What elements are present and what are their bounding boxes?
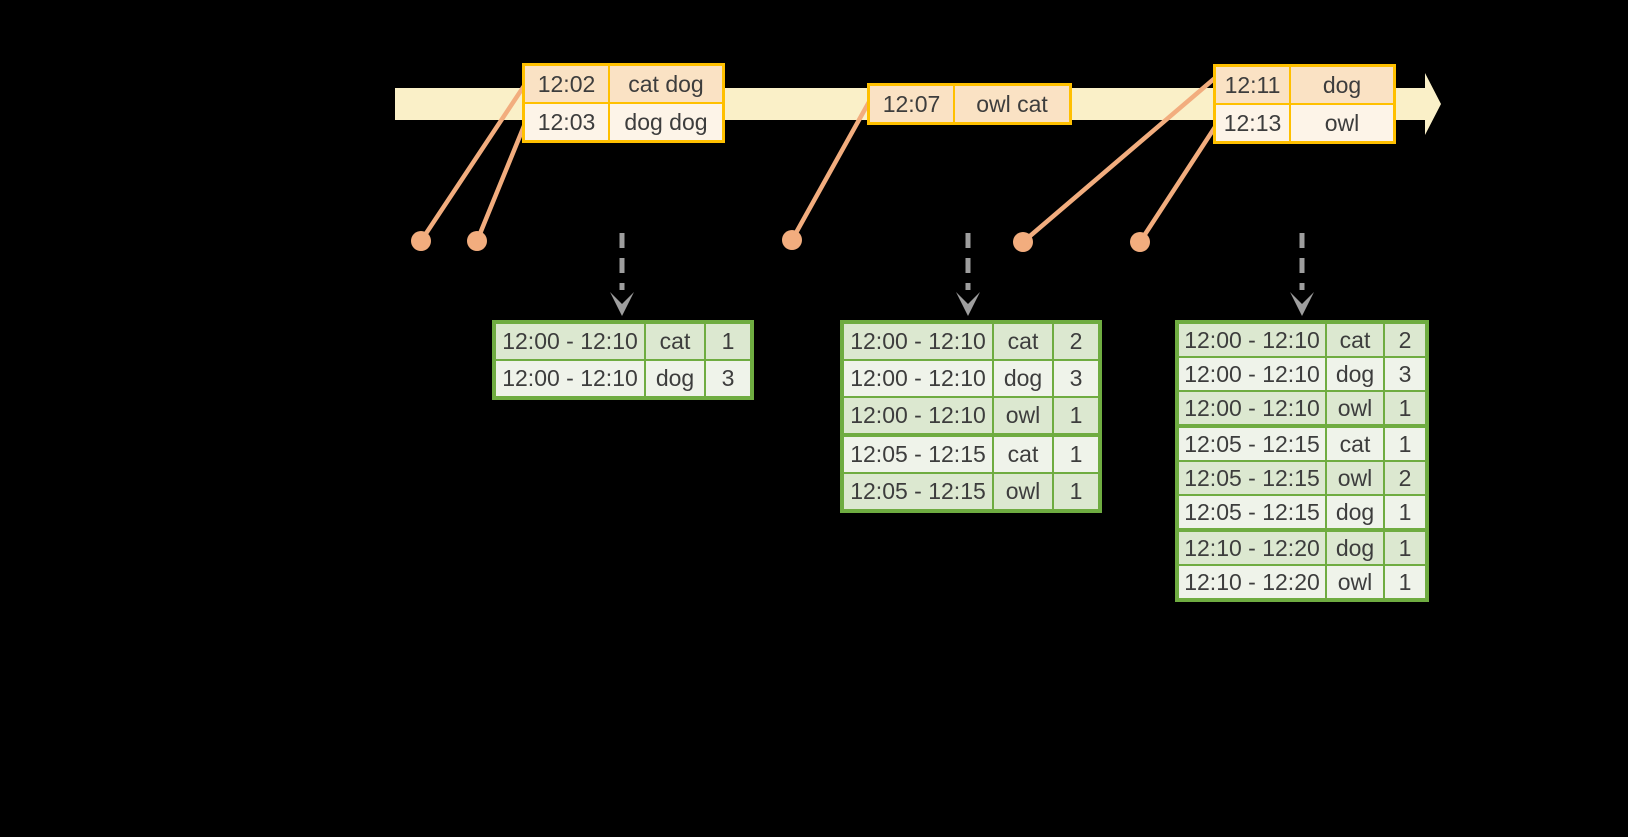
word-cell: dog xyxy=(644,361,704,396)
word-cell: owl xyxy=(1325,566,1383,598)
window-cell: 12:05 - 12:15 xyxy=(1179,496,1325,528)
event-connector-line xyxy=(1020,75,1218,245)
word-cell: cat xyxy=(992,437,1052,472)
window-cell: 12:00 - 12:10 xyxy=(844,398,992,433)
window-cell: 12:05 - 12:15 xyxy=(844,474,992,509)
count-cell: 2 xyxy=(1383,324,1425,356)
event-dot xyxy=(467,231,487,251)
window-cell: 12:05 - 12:15 xyxy=(844,437,992,472)
window-cell: 12:00 - 12:10 xyxy=(1179,392,1325,424)
count-cell: 3 xyxy=(1052,361,1098,396)
word-cell: cat xyxy=(1325,324,1383,356)
count-cell: 1 xyxy=(704,324,750,359)
event-dot xyxy=(1130,232,1150,252)
event-time-cell: 12:13 xyxy=(1216,105,1291,141)
event-time-axis-arrowhead xyxy=(1425,73,1441,135)
event-words-cell: owl cat xyxy=(955,86,1069,122)
event-dot xyxy=(411,231,431,251)
trigger-arrowhead-icon xyxy=(1290,292,1314,316)
event-words-cell: dog xyxy=(1291,67,1393,103)
word-cell: cat xyxy=(1325,428,1383,460)
window-cell: 12:00 - 12:10 xyxy=(1179,324,1325,356)
window-cell: 12:00 - 12:10 xyxy=(844,324,992,359)
word-cell: owl xyxy=(992,474,1052,509)
event-dot xyxy=(1013,232,1033,252)
count-cell: 2 xyxy=(1052,324,1098,359)
event-connector-line xyxy=(418,83,527,244)
window-cell: 12:00 - 12:10 xyxy=(844,361,992,396)
event-time-cell: 12:03 xyxy=(525,104,610,140)
event-time-cell: 12:07 xyxy=(870,86,955,122)
event-connector-line xyxy=(1137,121,1220,245)
word-cell: owl xyxy=(1325,462,1383,494)
window-cell: 12:00 - 12:10 xyxy=(1179,358,1325,390)
window-cell: 12:05 - 12:15 xyxy=(1179,462,1325,494)
count-cell: 1 xyxy=(1052,474,1098,509)
count-cell: 1 xyxy=(1383,496,1425,528)
event-connector-line xyxy=(474,123,527,244)
word-cell: dog xyxy=(1325,496,1383,528)
word-cell: owl xyxy=(1325,392,1383,424)
window-cell: 12:10 - 12:20 xyxy=(1179,532,1325,564)
event-words-cell: cat dog xyxy=(610,66,722,102)
word-cell: cat xyxy=(992,324,1052,359)
word-cell: dog xyxy=(992,361,1052,396)
word-cell: owl xyxy=(992,398,1052,433)
event-time-cell: 12:11 xyxy=(1216,67,1291,103)
window-cell: 12:05 - 12:15 xyxy=(1179,428,1325,460)
word-cell: dog xyxy=(1325,358,1383,390)
count-cell: 1 xyxy=(1383,392,1425,424)
event-words-cell: owl xyxy=(1291,105,1393,141)
window-cell: 12:00 - 12:10 xyxy=(496,361,644,396)
event-connector-line xyxy=(789,99,872,243)
count-cell: 1 xyxy=(1383,532,1425,564)
event-words-cell: dog dog xyxy=(610,104,722,140)
word-cell: dog xyxy=(1325,532,1383,564)
window-cell: 12:00 - 12:10 xyxy=(496,324,644,359)
event-dot xyxy=(782,230,802,250)
count-cell: 1 xyxy=(1383,566,1425,598)
word-cell: cat xyxy=(644,324,704,359)
count-cell: 1 xyxy=(1052,437,1098,472)
count-cell: 3 xyxy=(704,361,750,396)
window-cell: 12:10 - 12:20 xyxy=(1179,566,1325,598)
trigger-arrowhead-icon xyxy=(956,292,980,316)
count-cell: 3 xyxy=(1383,358,1425,390)
trigger-arrowhead-icon xyxy=(610,292,634,316)
count-cell: 1 xyxy=(1052,398,1098,433)
count-cell: 1 xyxy=(1383,428,1425,460)
count-cell: 2 xyxy=(1383,462,1425,494)
event-time-cell: 12:02 xyxy=(525,66,610,102)
